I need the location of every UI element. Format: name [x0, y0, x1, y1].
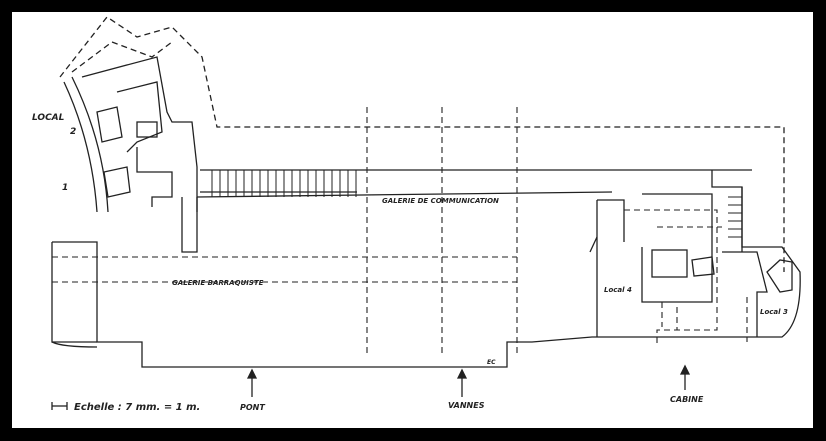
local-3-label: Local 3	[760, 308, 788, 316]
ec-mark: EC	[487, 359, 496, 366]
right-rooms	[589, 193, 793, 337]
main-body-outline	[51, 170, 801, 368]
reference-arrows	[246, 364, 691, 397]
galerie-communication-label: GALERIE DE COMMUNICATION	[382, 197, 499, 205]
scale-label: Echelle : 7 mm. = 1 m.	[74, 402, 200, 413]
stair-treads	[211, 170, 742, 238]
vannes-label: VANNES	[448, 401, 485, 410]
local-4-label: Local 4	[604, 286, 632, 294]
galerie-barraquiste-label: GALERIE BARRAQUISTE	[172, 279, 264, 287]
local-number-1: 1	[62, 183, 68, 193]
left-curved-wall	[63, 76, 109, 213]
left-rooms	[81, 56, 752, 253]
cabine-label: CABINE	[670, 395, 704, 404]
floor-plan-drawing: LOCAL 2 1 GALERIE DE COMMUNICATION GALER…	[32, 16, 801, 413]
dashed-outline-upper	[59, 16, 785, 272]
dashed-interior-lines	[52, 107, 748, 357]
local-top-label: LOCAL	[32, 113, 65, 123]
pont-label: PONT	[240, 403, 265, 412]
scale-bar	[51, 402, 68, 410]
local-number-2: 2	[70, 127, 76, 137]
plan-sheet: LOCAL 2 1 GALERIE DE COMMUNICATION GALER…	[12, 12, 813, 428]
